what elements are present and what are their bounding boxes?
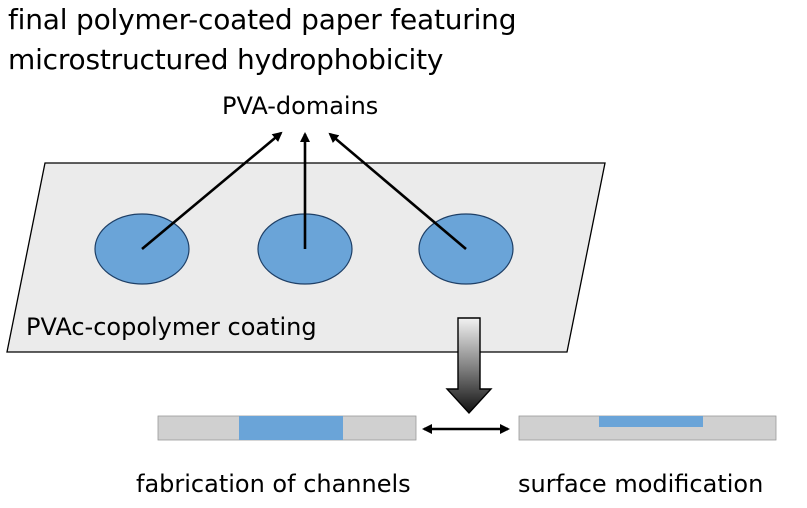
- arrow-right-domain: [328, 132, 467, 250]
- surface-modification-label: surface modification: [518, 470, 764, 498]
- pva-domains-label: PVA-domains: [222, 92, 379, 120]
- arrow-left-domain: [141, 131, 283, 250]
- coating-label: PVAc-copolymer coating: [26, 313, 317, 341]
- diagram-title-line-2: microstructured hydrophobicity: [8, 43, 444, 76]
- channel-pva-segment: [239, 416, 343, 440]
- fabrication-label: fabrication of channels: [136, 470, 411, 498]
- process-down-arrow: [445, 317, 493, 415]
- surface-pva-layer: [599, 416, 703, 427]
- diagram-title-line-1: final polymer-coated paper featuring: [8, 3, 517, 36]
